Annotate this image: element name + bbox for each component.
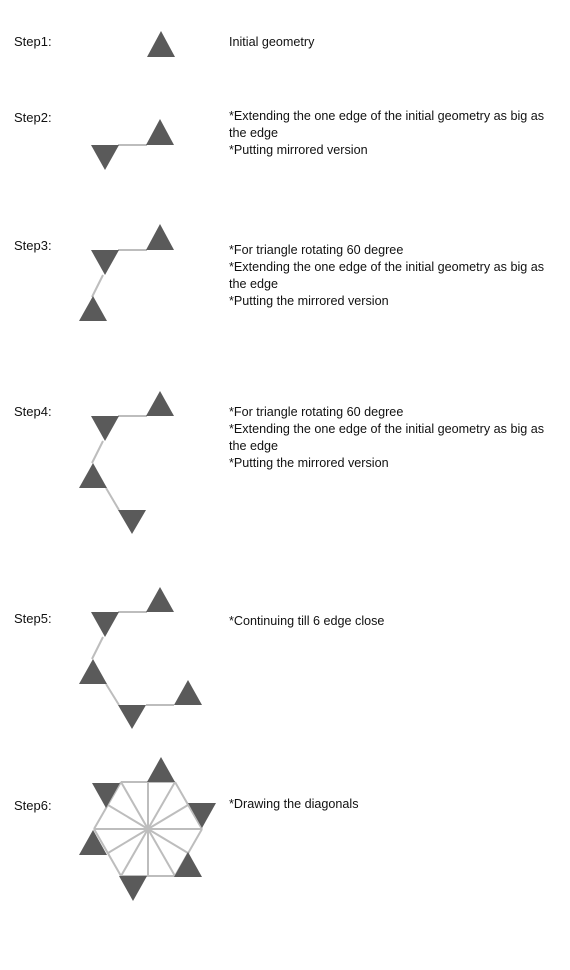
- step6-diagonal-3: [147, 781, 176, 830]
- step3-triangle-bottom: [79, 296, 107, 321]
- step6-diagonal-6: [120, 828, 149, 877]
- step2-triangle-mirrored: [91, 145, 119, 170]
- step5-connector-left: [91, 636, 104, 660]
- step1-label: Step1:: [14, 34, 52, 49]
- step6-triangle-left: [79, 830, 107, 855]
- step6-diagonal-9: [147, 804, 189, 830]
- step4-description: *For triangle rotating 60 degree *Extend…: [229, 404, 564, 472]
- step3-triangle-middle: [91, 250, 119, 275]
- step6-diagonal-7: [107, 804, 149, 830]
- step6-diagonal-10: [147, 828, 189, 854]
- step6-triangle-upper-left: [92, 783, 120, 808]
- step2-label: Step2:: [14, 110, 52, 125]
- step5-triangle-right: [174, 680, 202, 705]
- step3-description: *For triangle rotating 60 degree *Extend…: [229, 242, 564, 310]
- step4-connector-lower: [105, 487, 120, 511]
- step4-line-2: *Extending the one edge of the initial g…: [229, 422, 545, 453]
- step2-triangle-top: [146, 119, 174, 145]
- step4-line-3: *Putting the mirrored version: [229, 456, 389, 470]
- step6-hexagon-edge-3: [174, 781, 203, 830]
- step1-line-1: Initial geometry: [229, 35, 315, 49]
- step4-line-1: *For triangle rotating 60 degree: [229, 405, 404, 419]
- step4-triangle-bottom: [118, 510, 146, 534]
- step5-line-1: *Continuing till 6 edge close: [229, 614, 385, 628]
- step1-description: Initial geometry: [229, 34, 564, 51]
- step6-triangle-bottom: [119, 876, 147, 901]
- step4-triangle-top: [146, 391, 174, 416]
- step5-triangle-upper-left: [91, 612, 119, 637]
- step6-triangle-top: [147, 757, 175, 782]
- step5-description: *Continuing till 6 edge close: [229, 613, 564, 630]
- step6-description: *Drawing the diagonals: [229, 796, 564, 813]
- step4-triangle-upper-left: [91, 416, 119, 441]
- step6-triangle-right: [188, 803, 216, 828]
- step4-connector-left: [91, 440, 104, 464]
- step2-line-1: *Extending the one edge of the initial g…: [229, 109, 545, 140]
- step6-diagonal-5: [147, 828, 176, 877]
- step5-triangle-left: [79, 659, 107, 684]
- step4-label: Step4:: [14, 404, 52, 419]
- step2-description: *Extending the one edge of the initial g…: [229, 108, 564, 159]
- step3-triangle-top: [146, 224, 174, 250]
- step4-triangle-left: [79, 463, 107, 488]
- step6-hexagon-edge-6: [93, 828, 122, 877]
- step5-label: Step5:: [14, 611, 52, 626]
- step6-line-1: *Drawing the diagonals: [229, 797, 359, 811]
- step3-line-3: *Putting the mirrored version: [229, 294, 389, 308]
- step5-connector-lower: [105, 683, 120, 706]
- step1-triangle: [147, 31, 175, 57]
- step6-triangle-lower-right: [174, 852, 202, 877]
- step3-line-1: *For triangle rotating 60 degree: [229, 243, 404, 257]
- step6-label: Step6:: [14, 798, 52, 813]
- step3-line-2: *Extending the one edge of the initial g…: [229, 260, 545, 291]
- step3-connector-diagonal: [91, 274, 104, 298]
- step6-hexagon-edge-1: [93, 781, 122, 830]
- step5-triangle-bottom: [118, 705, 146, 729]
- step6-diagonal-12: [107, 828, 149, 854]
- step5-triangle-top: [146, 587, 174, 612]
- step2-line-2: *Putting mirrored version: [229, 143, 368, 157]
- step6-diagonal-2: [120, 781, 149, 830]
- step3-label: Step3:: [14, 238, 52, 253]
